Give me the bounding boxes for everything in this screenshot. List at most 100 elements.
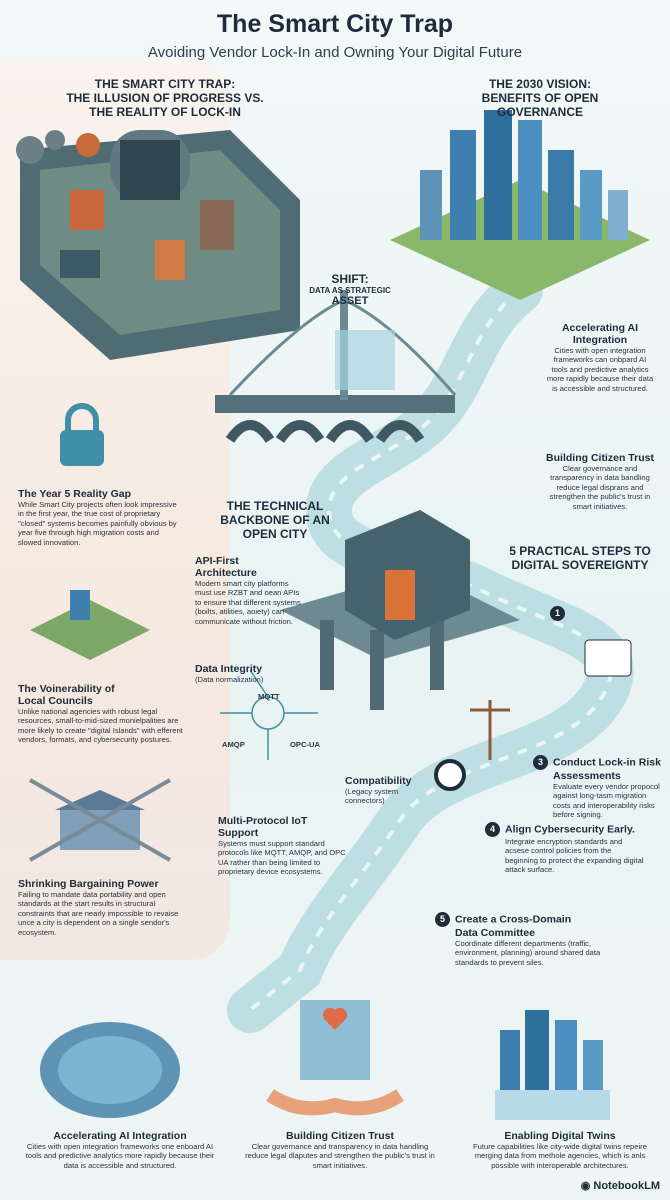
right-ai-block: Accelerating AI Integration Cities with … (545, 322, 655, 393)
steps-heading-line-1: 5 PRACTICAL STEPS TO (509, 544, 651, 558)
right-section-heading: THE 2030 VISION: BENEFITS OF OPEN GOVERN… (440, 77, 640, 119)
middle-section-heading: THE TECHNICAL BACKBONE OF AN OPEN CITY (220, 499, 330, 541)
shift-title: SHIFT: (331, 272, 369, 286)
magnifier-icon-art (434, 759, 466, 791)
brand-logo: ◉ NotebookLM (581, 1179, 660, 1192)
api-first-text: Modern smart city platforms must use RZB… (195, 579, 301, 626)
gap-block: The Year 5 Reality Gap While Smart City … (18, 488, 183, 547)
api-first-title-line-1: API-First (195, 555, 239, 567)
step-4-text: Integrate encryption standards and acses… (505, 837, 644, 875)
left-heading-line-3: THE REALITY OF LOCK-IN (89, 104, 241, 119)
compatibility-subtitle-line-1: (Legacy system (345, 787, 399, 796)
api-first-title-line-2: Architecture (195, 567, 257, 579)
vulnerability-title-line-1: The Voinerability of (18, 683, 115, 695)
step-4-block: 4 Align Cybersecurity Early. Integrate en… (485, 822, 645, 875)
gap-title: The Year 5 Reality Gap (18, 488, 132, 500)
vulnerability-block: The Voinerability of Local Councils Unli… (18, 683, 183, 745)
page-subtitle: Avoiding Vendor Lock-In and Owning Your … (147, 44, 523, 61)
bargaining-block: Shrinking Bargaining Power Failing to ma… (18, 878, 183, 937)
step-1-number: 1 (550, 606, 565, 622)
bridge-illustration (215, 290, 457, 443)
hands-heart-illustration (266, 1000, 404, 1116)
brand-name: NotebookLM (593, 1180, 660, 1192)
right-ai-text: Cities with open integration frameworks … (546, 346, 654, 393)
islands-icon-art (30, 590, 150, 660)
right-trust-title: Building Citizen Trust (546, 452, 654, 464)
step-3-title: 3 Conduct Lock-in Risk Assessments (533, 755, 663, 782)
protocol-network (220, 669, 318, 760)
data-center-illustration (280, 510, 520, 710)
bottom-trust-text: Clear governance and transparency in dat… (245, 1142, 435, 1170)
protocol-label-opcua: OPC-UA (290, 740, 320, 749)
step-5-title-line-2: Data Committee (455, 927, 535, 939)
padlock-icon-art (60, 403, 104, 466)
scales-icon-art (470, 700, 510, 760)
api-first-title: API-First Architecture (195, 555, 305, 579)
bottom-ai-block: Accelerating AI Integration Cities with … (25, 1130, 215, 1170)
step-5-text: Coordinate different departments (traffi… (455, 939, 601, 967)
shift-subtitle: DATA AS STRATEGIC (309, 286, 391, 295)
bottom-trust-title: Building Citizen Trust (286, 1130, 394, 1142)
step-3-title-line-2: Assessments (553, 770, 621, 782)
vulnerability-title: The Voinerability of Local Councils (18, 683, 183, 707)
right-heading-line-2: BENEFITS OF OPEN GOVERNANCE (481, 90, 599, 119)
step-3-number: 3 (533, 755, 548, 770)
digital-twin-illustration (495, 1010, 610, 1120)
bottom-ai-text: Cities with open integration frameworks … (25, 1142, 215, 1170)
left-section-heading: THE SMART CITY TRAP: THE ILLUSION OF PRO… (50, 77, 280, 119)
bottom-trust-block: Building Citizen Trust Clear governance … (245, 1130, 435, 1170)
compatibility-title: Compatibility (345, 775, 412, 787)
compatibility-subtitle: (Legacy system connectors) (345, 787, 435, 806)
iot-support-block: Multi-Protocol IoT Support Systems must … (218, 815, 348, 877)
notebook-logo-icon: ◉ (580, 1180, 594, 1192)
bottom-twins-text: Future capabilities like city-wide digit… (473, 1142, 647, 1170)
bargaining-text: Failing to mandate data portability and … (18, 890, 179, 937)
step-1-badge: 1 (550, 605, 570, 623)
vulnerability-text: Unlike national agencies with robust leg… (18, 707, 183, 745)
vulnerability-title-line-2: Local Councils (18, 695, 93, 707)
step-4-title-line-1: Align Cybersecurity Early. (505, 823, 635, 836)
bottom-twins-block: Enabling Digital Twins Future capabiliti… (465, 1130, 655, 1170)
handshake-icon-art (584, 639, 632, 677)
data-integrity-title: Data Integrity (195, 663, 263, 675)
data-integrity-subtitle: (Data normalization) (195, 675, 264, 684)
steps-heading: 5 PRACTICAL STEPS TO DIGITAL SOVEREIGNTY (500, 544, 660, 573)
step-4-title: 4 Align Cybersecurity Early. (485, 822, 645, 837)
shift-asset: ASSET (331, 295, 369, 307)
api-first-block: API-First Architecture Modern smart city… (195, 555, 305, 626)
right-trust-text: Clear governance and transparency in dat… (549, 464, 651, 511)
step-5-number: 5 (435, 912, 450, 927)
step-5-title-line-1: Create a Cross-Domain (455, 913, 572, 926)
bargaining-title: Shrinking Bargaining Power (18, 878, 159, 890)
right-heading-line-1: THE 2030 VISION: (488, 77, 592, 91)
middle-heading-line-2: BACKBONE OF AN (220, 512, 330, 527)
iot-support-title: Multi-Protocol IoT Support (218, 815, 308, 839)
gap-text: While Smart City projects often look imp… (18, 500, 177, 547)
steps-heading-line-2: DIGITAL SOVEREIGNTY (511, 557, 649, 572)
middle-heading-line-3: OPEN CITY (242, 526, 308, 541)
compatibility-block: Compatibility (Legacy system connectors) (345, 775, 435, 806)
walled-city-illustration (16, 130, 300, 360)
skyline-illustration (390, 110, 650, 300)
protocol-label-mqtt: MQTT (258, 692, 280, 701)
step-5-title: 5 Create a Cross-Domain Data Committee (435, 912, 610, 939)
bottom-ai-title: Accelerating AI Integration (53, 1130, 187, 1142)
step-3-title-line-1: Conduct Lock-in Risk (553, 756, 661, 769)
middle-heading-line-1: THE TECHNICAL (226, 499, 324, 513)
brain-illustration (40, 1022, 180, 1118)
left-heading-line-1: THE SMART CITY TRAP: (94, 77, 236, 91)
city-hall-chains-art (29, 778, 171, 862)
step-5-block: 5 Create a Cross-Domain Data Committee Co… (435, 912, 610, 967)
step-4-number: 4 (485, 822, 500, 837)
right-ai-title: Accelerating AI Integration (561, 322, 639, 346)
data-integrity-block: Data Integrity (Data normalization) (195, 663, 315, 684)
bottom-twins-title: Enabling Digital Twins (504, 1130, 616, 1142)
protocol-label-amqp: AMQP (222, 740, 245, 749)
iot-support-text: Systems must support standard protocols … (218, 839, 346, 877)
compatibility-subtitle-line-2: connectors) (345, 796, 385, 806)
left-heading-line-2: THE ILLUSION OF PROGRESS VS. (66, 90, 264, 105)
shift-label: SHIFT: DATA AS STRATEGIC ASSET (305, 272, 395, 307)
